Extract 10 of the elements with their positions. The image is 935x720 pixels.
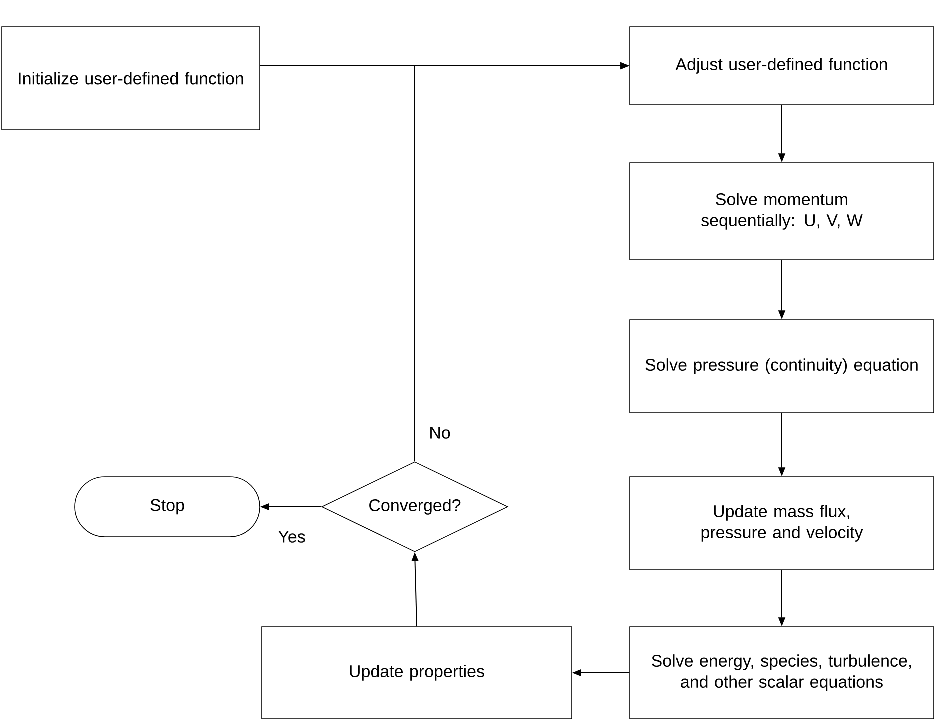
process-box: Update mass flux, pressure and velocity [630,476,934,570]
process-box: Adjust user-defined function [630,26,934,106]
process-box: Solve momentum sequentially: U, V, W [630,162,934,260]
edge-label: Yes [277,530,307,544]
process-box: Solve energy, species, turbulence, and other scalar equations [630,626,934,720]
process-box: Update properties [262,626,572,720]
edge-label: No [428,426,452,440]
process-box: Initialize user-defined function [2,26,260,130]
terminal-box: Stop [74,476,260,538]
process-box: Solve pressure (continuity) equation [630,320,934,414]
